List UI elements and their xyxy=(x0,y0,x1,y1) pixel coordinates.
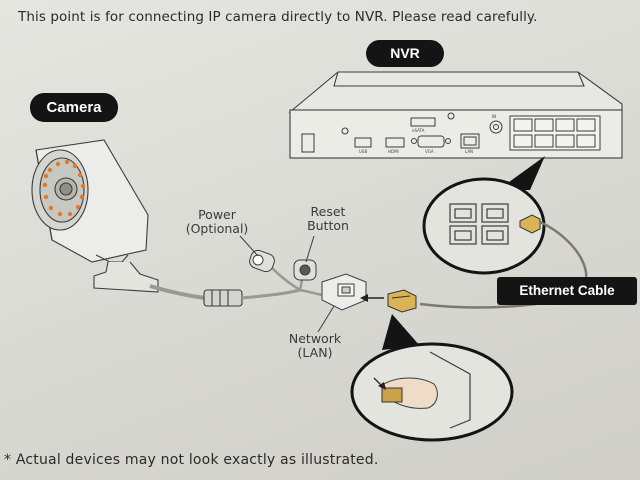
network-label-line1: Network xyxy=(288,331,342,346)
reset-label-line1: Reset xyxy=(310,204,346,219)
ports-zoom-circle xyxy=(422,177,546,275)
vga-label: VGA xyxy=(425,149,434,154)
reset-button-connector xyxy=(293,259,317,281)
nvr-poe-ports xyxy=(513,118,596,148)
ethernet-cable-callout-label: Ethernet Cable xyxy=(497,277,637,305)
power-connector xyxy=(249,249,275,273)
network-label: Network (LAN) xyxy=(270,332,360,360)
power-label: Power (Optional) xyxy=(172,208,262,236)
reset-label: Reset Button xyxy=(288,205,368,233)
plug-zoom-circle xyxy=(350,342,514,442)
reset-leader-line xyxy=(305,235,315,263)
nvr-callout-pointer xyxy=(498,156,545,190)
hdmi-label: HDMI xyxy=(388,149,399,154)
esata-label: eSATA xyxy=(412,128,425,133)
nvr-rear-ports xyxy=(301,112,601,153)
disclaimer-footnote: * Actual devices may not look exactly as… xyxy=(4,452,379,468)
reset-label-line2: Button xyxy=(307,218,349,233)
power-label-line1: Power xyxy=(198,207,236,222)
lan-jack xyxy=(321,273,367,311)
nvr-port-labels: eSATA USB HDMI VGA LAN IN xyxy=(359,114,496,154)
power-label-line2: (Optional) xyxy=(185,221,249,236)
power-leader-line xyxy=(239,235,259,257)
in-label: IN xyxy=(492,114,496,119)
page-heading: This point is for connecting IP camera d… xyxy=(18,9,538,25)
camera-callout-label: Camera xyxy=(30,93,118,122)
camera-device xyxy=(31,139,159,293)
nvr-device xyxy=(288,71,623,159)
network-leader-line xyxy=(317,305,335,333)
network-label-line2: (LAN) xyxy=(297,345,333,360)
plug-callout-pointer xyxy=(382,314,420,350)
nvr-callout-label: NVR xyxy=(366,40,444,67)
lan-label: LAN xyxy=(465,149,473,154)
insert-arrow xyxy=(360,294,384,302)
rj45-plug xyxy=(387,289,417,313)
usb-label: USB xyxy=(359,149,367,154)
